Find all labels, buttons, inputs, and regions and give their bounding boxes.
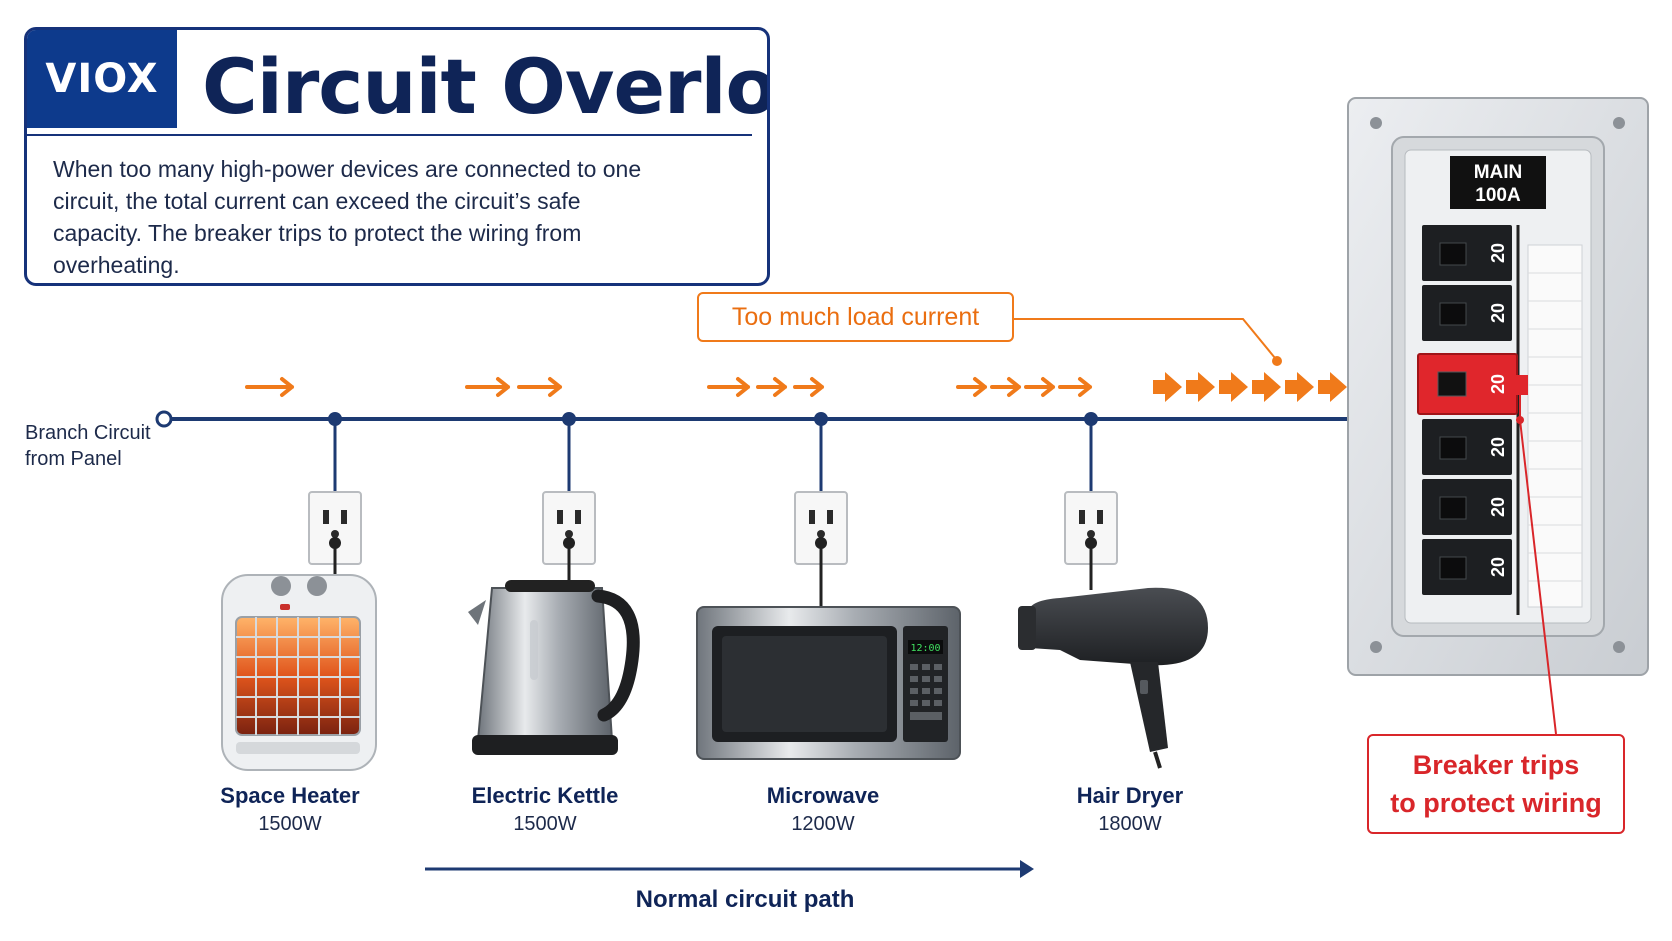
overload-callout-dot (1272, 356, 1282, 366)
space-heater-icon (221, 574, 377, 771)
breaker-6-rating: 20 (1488, 557, 1508, 577)
device-label-kettle: Electric Kettle 1500W (460, 783, 630, 836)
breaker-5-rating: 20 (1488, 497, 1508, 517)
breaker-2-rating: 20 (1488, 303, 1508, 323)
main-breaker-label-2: 100A (1475, 185, 1521, 206)
current-arrow-group-1 (245, 377, 294, 397)
device-name: Hair Dryer (1076, 783, 1184, 808)
outlet-4 (1064, 491, 1118, 565)
trip-callout-line-1: Breaker trips (1412, 750, 1580, 780)
breaker-1[interactable]: 20 (1422, 225, 1512, 281)
device-label-hair-dryer: Hair Dryer 1800W (1045, 783, 1215, 836)
breaker-panel: MAIN 100A 20 20 20 (1347, 97, 1649, 676)
header-box: VIOX Circuit Overload When too many high… (24, 27, 770, 286)
breaker-1-rating: 20 (1488, 243, 1508, 263)
branch-label-line-2: from Panel (25, 448, 122, 470)
junction-dot-4 (1084, 412, 1098, 426)
main-breaker-label-1: MAIN (1474, 162, 1523, 183)
junction-dot-2 (562, 412, 576, 426)
overload-arrows (1153, 370, 1382, 404)
breaker-3-rating: 20 (1488, 374, 1508, 394)
hair-dryer-icon (1018, 587, 1208, 769)
junction-drops (333, 419, 1093, 492)
junction-dots (328, 412, 1098, 426)
breaker-4-rating: 20 (1488, 437, 1508, 457)
device-name: Electric Kettle (471, 783, 619, 808)
device-name: Space Heater (220, 783, 360, 808)
device-wattage: 1500W (513, 813, 577, 835)
trip-callout: Breaker trips to protect wiring (1367, 734, 1625, 834)
title-divider (27, 134, 752, 136)
junction-dot-1 (328, 412, 342, 426)
breaker-3-tripped[interactable]: 20 (1417, 353, 1528, 415)
viox-logo: VIOX (27, 30, 177, 128)
device-wattage: 1200W (791, 813, 855, 835)
breaker-2[interactable]: 20 (1422, 285, 1512, 341)
microwave-clock: 12:00 (910, 643, 940, 654)
power-cords (333, 548, 1093, 607)
breaker-6[interactable]: 20 (1422, 539, 1512, 595)
description-text: When too many high-power devices are con… (53, 156, 642, 278)
branch-start-terminal (155, 410, 173, 428)
device-label-space-heater: Space Heater 1500W (205, 783, 375, 836)
kettle-icon (468, 580, 640, 755)
outlet-1 (308, 491, 362, 565)
device-name: Microwave (766, 783, 880, 808)
current-arrows (245, 377, 1092, 397)
breaker-5[interactable]: 20 (1422, 479, 1512, 535)
current-arrow-group-3 (707, 377, 824, 397)
device-wattage: 1500W (258, 813, 322, 835)
junction-dot-3 (814, 412, 828, 426)
breaker-4[interactable]: 20 (1422, 419, 1512, 475)
page-title: Circuit Overload (202, 42, 770, 131)
current-arrow-group-2 (465, 377, 562, 397)
overload-callout: Too much load current (697, 292, 1014, 342)
branch-circuit-label: Branch Circuit from Panel (25, 420, 151, 472)
normal-path-arrow (425, 860, 1034, 878)
trip-callout-dot (1516, 416, 1524, 424)
device-wattage: 1800W (1098, 813, 1162, 835)
overload-callout-leader (1014, 318, 1276, 359)
device-label-microwave: Microwave 1200W (738, 783, 908, 836)
microwave-icon: 12:00 (696, 606, 961, 760)
normal-path-label: Normal circuit path (635, 886, 855, 913)
trip-callout-line-2: to protect wiring (1390, 788, 1602, 818)
current-arrow-group-4 (956, 377, 1092, 397)
branch-label-line-1: Branch Circuit (25, 422, 151, 444)
